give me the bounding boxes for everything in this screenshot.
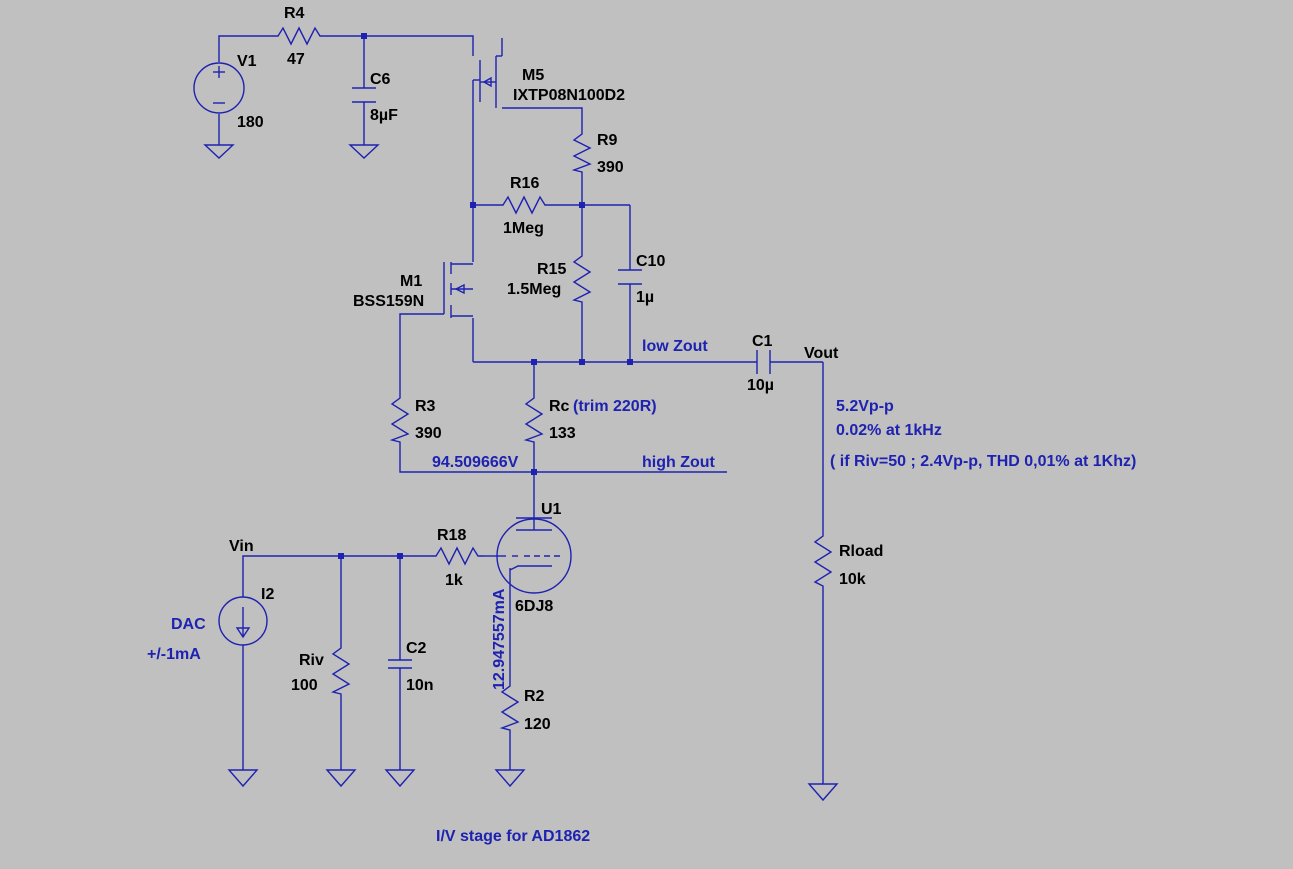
r16-resistor[interactable]: [495, 195, 555, 215]
m1-name: M1: [400, 273, 422, 290]
r9-name: R9: [597, 132, 618, 149]
v1-value: 180: [237, 114, 264, 131]
m1-value: BSS159N: [353, 293, 424, 310]
u1-triode[interactable]: [496, 517, 572, 594]
r4-resistor[interactable]: [270, 26, 326, 46]
rload-resistor[interactable]: [813, 528, 833, 592]
c6-capacitor[interactable]: [352, 87, 376, 103]
ground-symbol: [348, 144, 380, 159]
dac-current-annotation: +/-1mA: [147, 646, 201, 663]
spec-line-2: 0.02% at 1kHz: [836, 422, 942, 439]
ground-symbol: [227, 769, 259, 788]
r15-name: R15: [537, 261, 566, 278]
rc-value: 133: [549, 425, 576, 442]
spec-line-3: ( if Riv=50 ; 2.4Vp-p, THD 0,01% at 1Khz…: [830, 453, 1136, 470]
c1-name: C1: [752, 333, 773, 350]
c10-capacitor[interactable]: [618, 269, 642, 285]
riv-value: 100: [291, 677, 318, 694]
v1-name: V1: [237, 53, 257, 70]
r3-name: R3: [415, 398, 436, 415]
c2-value: 10n: [406, 677, 434, 694]
vin-net-label: Vin: [229, 538, 254, 555]
c6-name: C6: [370, 71, 391, 88]
r16-value: 1Meg: [503, 220, 544, 237]
ground-symbol: [807, 783, 839, 802]
rc-resistor[interactable]: [523, 390, 544, 446]
r16-name: R16: [510, 175, 539, 192]
m5-name: M5: [522, 67, 544, 84]
rload-name: Rload: [839, 543, 883, 560]
c10-value: 1µ: [636, 289, 654, 306]
rc-name: Rc: [549, 398, 570, 415]
r9-resistor[interactable]: [571, 128, 592, 178]
ground-symbols: [203, 144, 839, 802]
m5-mosfet[interactable]: [473, 55, 502, 108]
r2-name: R2: [524, 688, 545, 705]
riv-resistor[interactable]: [330, 640, 351, 700]
r4-name: R4: [284, 5, 305, 22]
high-zout-annotation: high Zout: [642, 454, 716, 471]
spec-line-1: 5.2Vp-p: [836, 398, 894, 415]
ground-symbol: [203, 144, 235, 159]
r9-value: 390: [597, 159, 624, 176]
cathode-current-readout: 12.947557mA: [491, 588, 508, 690]
r3-value: 390: [415, 425, 442, 442]
wires: [218, 35, 824, 784]
c2-name: C2: [406, 640, 427, 657]
node-voltage-readout: 94.509666V: [432, 454, 519, 471]
i2-name: I2: [261, 586, 274, 603]
rload-value: 10k: [839, 571, 866, 588]
c1-value: 10µ: [747, 377, 774, 394]
junctions: [338, 33, 633, 559]
r3-resistor[interactable]: [389, 390, 410, 446]
ground-symbol: [325, 769, 357, 788]
r15-resistor[interactable]: [571, 248, 592, 308]
r18-value: 1k: [445, 572, 463, 589]
r4-value: 47: [287, 51, 305, 68]
c2-capacitor[interactable]: [388, 659, 412, 669]
c1-capacitor[interactable]: [756, 350, 771, 374]
r15-value: 1.5Meg: [507, 281, 561, 298]
rc-trim-annotation: (trim 220R): [573, 398, 657, 415]
riv-name: Riv: [299, 652, 324, 669]
c10-name: C10: [636, 253, 665, 270]
u1-value: 6DJ8: [515, 598, 553, 615]
ground-symbol: [494, 769, 526, 788]
m1-mosfet[interactable]: [443, 262, 473, 318]
r2-value: 120: [524, 716, 551, 733]
schematic-title: I/V stage for AD1862: [436, 828, 590, 845]
ground-symbol: [384, 769, 416, 788]
r2-resistor[interactable]: [499, 678, 520, 734]
m5-value: IXTP08N100D2: [513, 87, 625, 104]
dac-annotation: DAC: [171, 616, 206, 633]
r18-resistor[interactable]: [430, 546, 484, 566]
r18-name: R18: [437, 527, 466, 544]
v1-source[interactable]: [193, 62, 245, 114]
u1-name: U1: [541, 501, 562, 518]
vout-net-label: Vout: [804, 345, 839, 362]
low-zout-annotation: low Zout: [642, 338, 708, 355]
i2-current-source[interactable]: [218, 596, 268, 646]
c6-value: 8µF: [370, 107, 398, 124]
